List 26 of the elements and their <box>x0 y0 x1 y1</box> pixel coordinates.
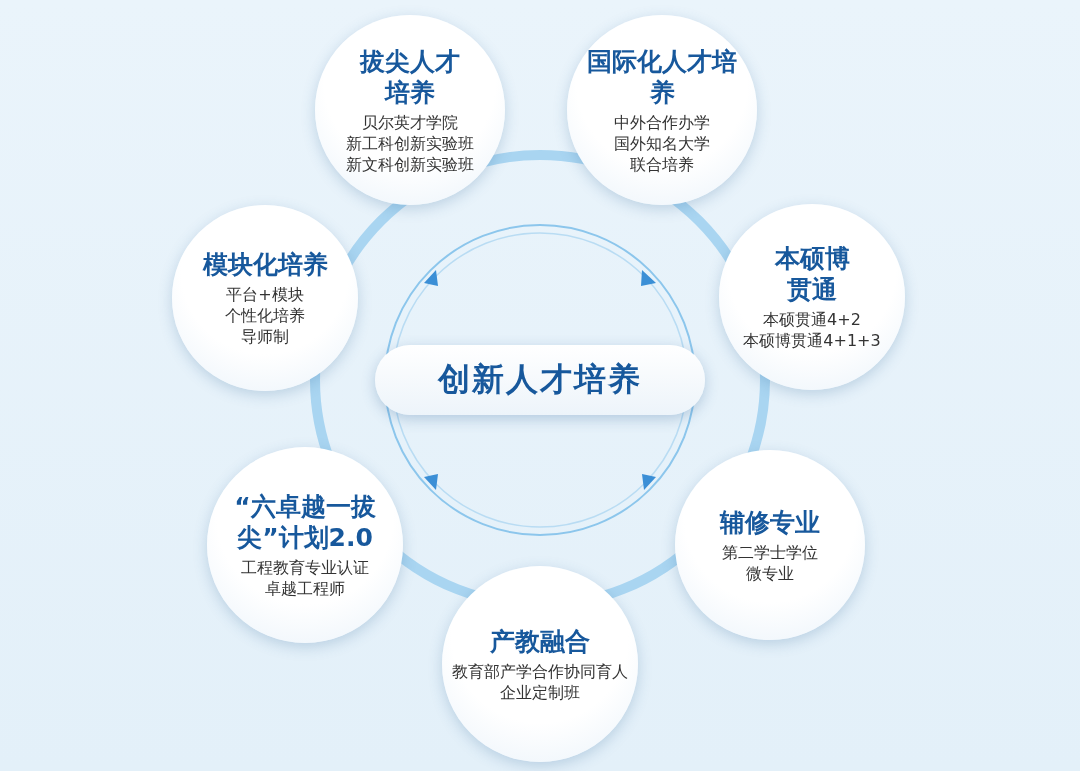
topic-item: 平台+模块 <box>226 284 304 305</box>
topic-item: 教育部产学合作协同育人 <box>452 660 628 682</box>
topic-heading: 本硕博贯通 <box>773 243 851 305</box>
title-text: 创新人才培养 <box>438 359 642 400</box>
topic-item: 卓越工程师 <box>265 578 345 599</box>
topic-item: 工程教育专业认证 <box>241 557 369 578</box>
topic-item: 第二学士学位 <box>722 541 818 563</box>
topic-item: 联合培养 <box>630 153 694 175</box>
topic-item: 新文科创新实验班 <box>346 153 474 175</box>
topic-item: 本硕博贯通4+1+3 <box>743 330 881 351</box>
topic-item: 个性化培养 <box>225 305 305 326</box>
topic-item: 中外合作办学 <box>614 111 710 133</box>
topic-item: 贝尔英才学院 <box>362 111 458 133</box>
topic-heading: 国际化人才培养 <box>587 45 737 108</box>
topic-heading: 拔尖人才培养 <box>358 45 461 108</box>
topic-heading: 模块化培养 <box>201 249 329 280</box>
topic-item: 本硕贯通4+2 <box>763 309 861 330</box>
topic-item: 导师制 <box>241 326 289 347</box>
topic-heading: 产教融合 <box>489 625 591 657</box>
topic-heading: 辅修专业 <box>718 506 821 538</box>
title-pill <box>375 345 705 415</box>
topic-item: 国外知名大学 <box>614 132 710 154</box>
topic-heading: “六卓越一拔尖”计划2.0 <box>233 491 377 553</box>
topic-item: 新工科创新实验班 <box>346 132 474 154</box>
topic-item: 微专业 <box>746 562 794 584</box>
topic-item: 企业定制班 <box>500 681 580 703</box>
